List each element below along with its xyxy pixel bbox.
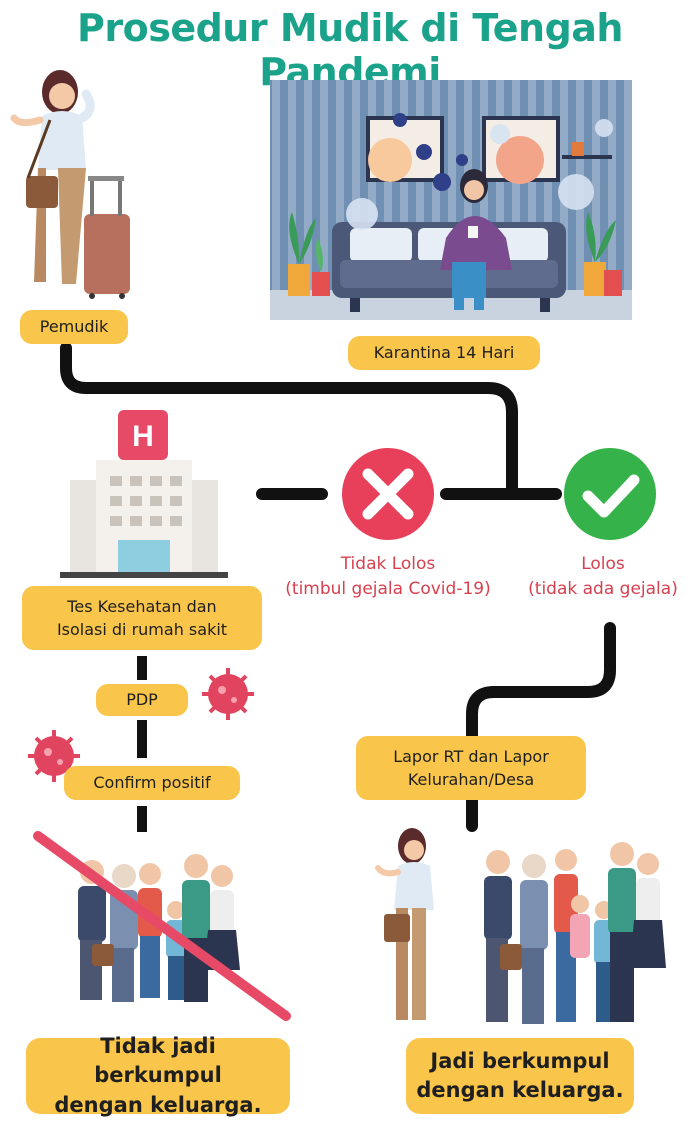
connector-pemudik: [60, 342, 518, 496]
tidak-berkumpul-line-2: dengan keluarga.: [54, 1092, 262, 1117]
tidak-lolos-note: (timbul gejala Covid-19): [285, 578, 491, 599]
tidak-berkumpul-line-1: Tidak jadi berkumpul: [94, 1033, 222, 1088]
check-circle-icon: [564, 448, 656, 540]
quarantine-room-illustration: [270, 80, 632, 320]
x-circle-icon: [342, 448, 434, 540]
flow-connectors: [60, 342, 616, 832]
lolos-note: (tidak ada gejala): [528, 578, 678, 599]
tes-kesehatan-label: Tes Kesehatan dan Isolasi di rumah sakit: [22, 586, 262, 650]
pdp-label: PDP: [96, 684, 188, 716]
lapor-label: Lapor RT dan Lapor Kelurahan/Desa: [356, 736, 586, 800]
family-group-illustration: [484, 842, 666, 1024]
lolos-label: Lolos: [581, 554, 625, 574]
pemudik-label: Pemudik: [20, 310, 128, 344]
lapor-line-2: Kelurahan/Desa: [407, 770, 535, 789]
hospital-illustration: H: [60, 410, 228, 578]
berkumpul-line-1: Jadi berkumpul: [430, 1048, 610, 1073]
tes-line-1: Tes Kesehatan dan: [67, 596, 217, 616]
confirm-positif-label: Confirm positif: [64, 766, 240, 800]
cross-out-line: [33, 831, 291, 1021]
svg-text:H: H: [132, 420, 154, 453]
traveler-woman-small-illustration: [375, 828, 434, 1020]
berkumpul-line-2: dengan keluarga.: [416, 1078, 624, 1102]
family-group-crossed-illustration: [33, 831, 291, 1021]
lolos-outcome: Lolos (tidak ada gejala): [508, 552, 698, 601]
page-title: Prosedur Mudik di Tengah Pandemi: [77, 6, 623, 94]
tes-line-2: Isolasi di rumah sakit: [56, 620, 228, 639]
tidak-berkumpul-label: Tidak jadi berkumpul dengan keluarga.: [26, 1034, 290, 1117]
tidak-lolos-outcome: Tidak Lolos (timbul gejala Covid-19): [270, 552, 506, 601]
berkumpul-label: Jadi berkumpul dengan keluarga.: [406, 1038, 634, 1114]
virus-icon: [202, 668, 254, 720]
karantina-label: Karantina 14 Hari: [348, 336, 540, 370]
virus-icon: [28, 730, 80, 782]
traveler-woman-illustration: [10, 70, 130, 299]
tidak-lolos-label: Tidak Lolos: [340, 554, 436, 574]
lapor-line-1: Lapor RT dan Lapor: [393, 746, 549, 766]
connector-lolos: [466, 622, 616, 746]
